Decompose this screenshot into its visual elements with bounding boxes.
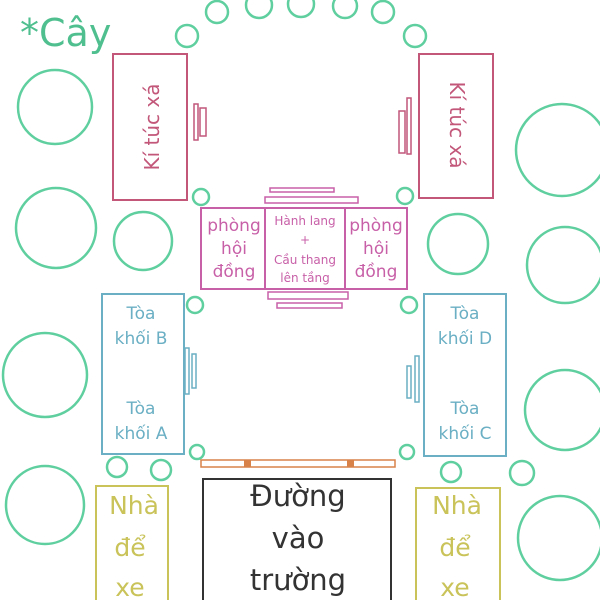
tree-icon bbox=[331, 0, 359, 20]
block-b-line-1: Tòa bbox=[126, 304, 156, 324]
stairs-icon bbox=[264, 187, 359, 309]
block-c-line-2: khối C bbox=[438, 423, 491, 444]
meeting-room-left: phòng hội đồng bbox=[207, 216, 261, 282]
stairs-icon bbox=[184, 347, 197, 395]
entrance-line-2: vào bbox=[272, 521, 325, 555]
tree-icon bbox=[149, 458, 173, 482]
tree-icon bbox=[174, 23, 200, 49]
block-d-line-2: khối D bbox=[438, 328, 492, 349]
tree-icon bbox=[395, 186, 415, 206]
block-d: Tòa khối D bbox=[438, 304, 492, 349]
tree-icon bbox=[426, 212, 490, 276]
school-gate bbox=[200, 459, 396, 468]
tree-icon bbox=[516, 494, 600, 582]
parking-left-line-2: để bbox=[114, 533, 146, 562]
dorm-right-label: Kí túc xá bbox=[445, 82, 469, 169]
tree-icon bbox=[525, 225, 600, 305]
block-a-line-2: khối A bbox=[115, 423, 168, 444]
block-d-line-1: Tòa bbox=[450, 304, 480, 324]
tree-icon bbox=[508, 459, 536, 487]
entrance-line-3: trường bbox=[250, 563, 346, 597]
meeting-left-line-2: hội bbox=[221, 239, 247, 259]
hallway-line-3: Cầu thang bbox=[274, 253, 336, 267]
tree-icon bbox=[105, 455, 129, 479]
tree-icon bbox=[399, 295, 419, 315]
meeting-right-line-2: hội bbox=[363, 239, 389, 259]
tree-icon bbox=[204, 0, 230, 25]
hallway-line-1: Hành lang bbox=[274, 214, 335, 228]
legend-title: *Cây bbox=[20, 11, 111, 55]
dorm-left-label: Kí túc xá bbox=[140, 84, 164, 171]
entrance-label: Đường vào trường bbox=[250, 479, 346, 597]
tree-icon bbox=[514, 102, 600, 198]
tree-icon bbox=[523, 368, 600, 452]
tree-icon bbox=[16, 68, 94, 146]
stairs-icon bbox=[406, 355, 420, 403]
trees bbox=[1, 0, 600, 582]
entrance-line-1: Đường bbox=[250, 479, 345, 513]
tree-icon bbox=[191, 187, 211, 207]
block-a-line-1: Tòa bbox=[126, 399, 156, 419]
tree-icon bbox=[185, 295, 205, 315]
block-c: Tòa khối C bbox=[438, 399, 491, 444]
tree-icon bbox=[370, 0, 396, 25]
hallway: Hành lang + Cầu thang lên tầng bbox=[274, 214, 336, 285]
hallway-line-4: lên tầng bbox=[280, 271, 329, 285]
tree-icon bbox=[1, 331, 89, 419]
parking-right-line-1: Nhà bbox=[432, 491, 482, 520]
tree-icon bbox=[439, 460, 463, 484]
parking-right-label: Nhà để xe bbox=[432, 491, 482, 600]
stairs-icon bbox=[398, 97, 412, 155]
meeting-complex[interactable] bbox=[200, 207, 408, 290]
tree-icon bbox=[4, 464, 86, 546]
dorm-left[interactable]: Kí túc xá bbox=[112, 53, 188, 201]
block-b: Tòa khối B bbox=[115, 304, 168, 349]
parking-right-line-3: xe bbox=[440, 573, 469, 600]
block-left[interactable] bbox=[101, 293, 185, 455]
tree-icon bbox=[244, 0, 274, 20]
hallway-line-2: + bbox=[300, 233, 310, 247]
tree-icon bbox=[14, 186, 98, 270]
block-b-line-2: khối B bbox=[115, 328, 168, 349]
dorm-right[interactable]: Kí túc xá bbox=[418, 53, 494, 199]
meeting-left-line-3: đồng bbox=[213, 261, 256, 282]
stairs-icon bbox=[193, 103, 207, 141]
meeting-left-line-1: phòng bbox=[207, 216, 261, 236]
block-a: Tòa khối A bbox=[115, 399, 168, 444]
parking-left-line-3: xe bbox=[115, 573, 144, 600]
tree-icon bbox=[398, 443, 416, 461]
parking-left-label: Nhà để xe bbox=[109, 491, 159, 600]
meeting-right-line-3: đồng bbox=[355, 261, 398, 282]
parking-left[interactable] bbox=[95, 485, 169, 600]
tree-icon bbox=[112, 210, 174, 272]
tree-icon bbox=[402, 23, 428, 49]
tree-icon bbox=[188, 443, 206, 461]
meeting-room-right: phòng hội đồng bbox=[349, 216, 403, 282]
meeting-right-line-1: phòng bbox=[349, 216, 403, 236]
tree-icon bbox=[286, 0, 316, 19]
entrance-road[interactable] bbox=[202, 478, 392, 600]
parking-left-line-1: Nhà bbox=[109, 491, 159, 520]
block-right[interactable] bbox=[423, 293, 507, 457]
parking-right-line-2: để bbox=[439, 533, 471, 562]
block-c-line-1: Tòa bbox=[450, 399, 480, 419]
parking-right[interactable] bbox=[415, 487, 501, 600]
